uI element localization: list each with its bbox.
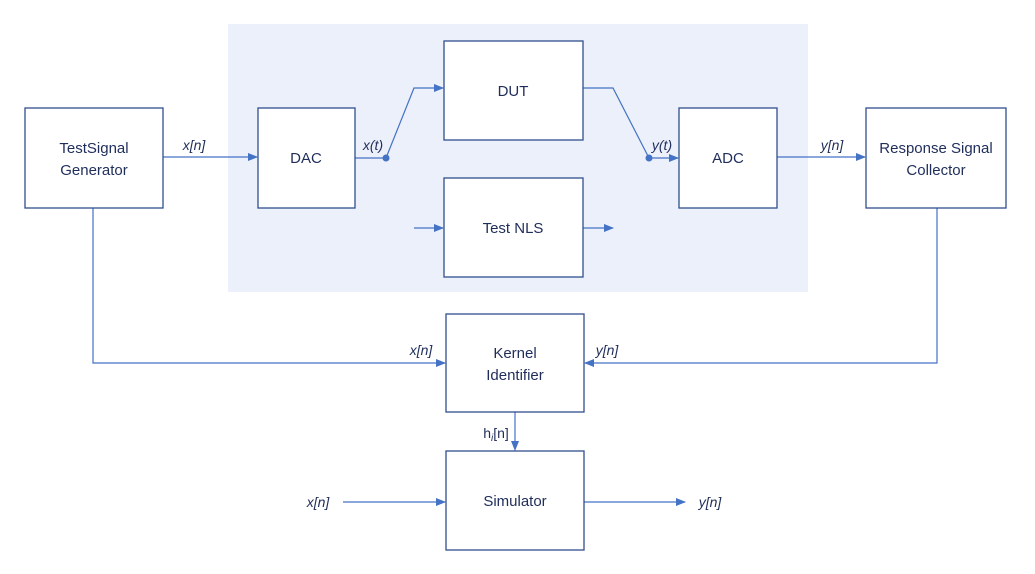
svg-text:Response Signal: Response Signal	[879, 140, 992, 157]
svg-text:Collector: Collector	[906, 162, 965, 179]
dac-block: DAC	[257, 107, 356, 209]
test-nls-block: Test NLS	[443, 177, 584, 278]
response-collector-block: Response Signal Collector	[865, 107, 1007, 209]
kernel-identifier-block: Kernel Identifier	[445, 313, 585, 413]
svg-text:Generator: Generator	[60, 162, 128, 179]
svg-text:y[n]: y[n]	[595, 342, 620, 358]
svg-text:x[n]: x[n]	[182, 137, 207, 153]
testsignal-generator-block: TestSignal Generator	[24, 107, 164, 209]
svg-text:y[n]: y[n]	[820, 137, 845, 153]
svg-text:x[n]: x[n]	[409, 342, 434, 358]
adc-block: ADC	[678, 107, 778, 209]
wires	[92, 84, 938, 506]
svg-text:Kernel: Kernel	[493, 345, 536, 362]
switch-node	[645, 154, 653, 162]
simulator-block: Simulator	[445, 450, 585, 551]
svg-text:hi[n]: hi[n]	[483, 425, 509, 444]
signal-labels: x[n] x(t) y(t) y[n] x[n] y[n] hi[n] x[n]…	[182, 137, 845, 510]
svg-text:Test NLS: Test NLS	[483, 220, 544, 237]
switch-node	[382, 154, 390, 162]
svg-text:ADC: ADC	[712, 150, 744, 167]
svg-text:DAC: DAC	[290, 150, 322, 167]
svg-text:y[n]: y[n]	[698, 494, 723, 510]
svg-text:Simulator: Simulator	[483, 493, 546, 510]
svg-text:Identifier: Identifier	[486, 367, 544, 384]
svg-text:x[n]: x[n]	[306, 494, 331, 510]
dut-block: DUT	[443, 40, 584, 141]
svg-text:x(t): x(t)	[362, 137, 383, 153]
svg-text:DUT: DUT	[498, 83, 529, 100]
svg-text:y(t): y(t)	[651, 137, 672, 153]
svg-text:TestSignal: TestSignal	[59, 140, 128, 157]
